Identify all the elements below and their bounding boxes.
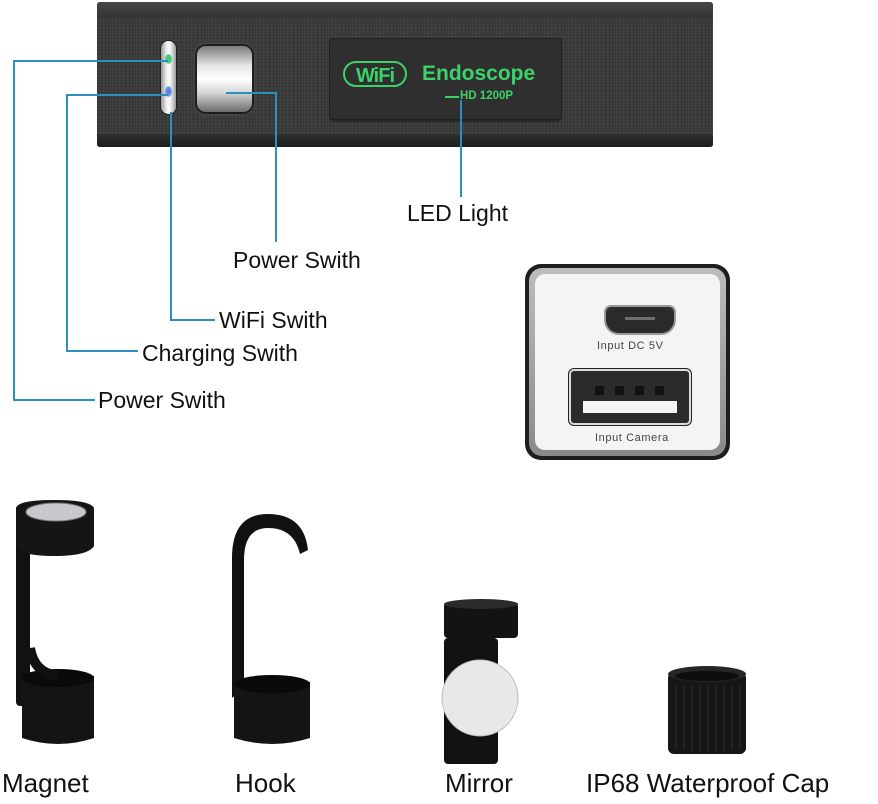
power-button[interactable] — [197, 46, 252, 112]
device-model: HD 1200P — [460, 90, 514, 102]
accessory-label-magnet: Magnet — [2, 768, 89, 798]
callout-power-switch-button: Power Swith — [233, 247, 361, 273]
callout-line-charging-h2 — [66, 350, 138, 352]
callout-line-power-button-v — [275, 92, 277, 242]
model-dash — [445, 96, 459, 98]
waterproof-cap-accessory-icon — [668, 666, 746, 754]
callout-charging-switch: Charging Swith — [142, 340, 298, 366]
device-label-panel: WiFi Endoscope HD 1200P — [330, 39, 561, 119]
usb-pin — [595, 386, 604, 395]
callout-line-power-indicator-v — [13, 60, 15, 401]
callout-wifi-switch: WiFi Swith — [219, 307, 328, 333]
callout-line-charging-v — [66, 94, 68, 352]
accessory-label-mirror: Mirror — [445, 768, 513, 798]
device-bottom-rail — [97, 134, 713, 147]
magnet-accessory-icon — [16, 500, 94, 744]
blue-led-icon — [165, 86, 172, 97]
usb-pin — [615, 386, 624, 395]
device-brand: Endoscope — [422, 62, 536, 85]
accessory-label-hook: Hook — [235, 768, 296, 798]
port-panel: Input DC 5V Input Camera — [525, 264, 730, 460]
green-led-icon — [165, 54, 172, 64]
callout-line-power-button-h — [226, 92, 276, 94]
port-panel-bezel: Input DC 5V Input Camera — [529, 268, 726, 456]
indicator-led-strip — [161, 41, 176, 114]
callout-line-wifi-v — [170, 112, 172, 321]
accessory-label-waterproof-cap: IP68 Waterproof Cap — [586, 768, 830, 798]
callout-line-wifi-h — [170, 319, 215, 321]
usb-pin — [635, 386, 644, 395]
micro-usb-label: Input DC 5V — [597, 340, 664, 352]
hook-accessory-icon — [232, 514, 310, 744]
callout-line-power-indicator-h2 — [13, 399, 95, 401]
micro-usb-slot — [625, 317, 655, 320]
callout-line-charging-h1 — [66, 94, 168, 96]
callout-power-switch-indicator: Power Swith — [98, 387, 226, 413]
callout-line-led-v — [460, 100, 462, 197]
wifi-logo-icon: WiFi — [343, 61, 407, 87]
micro-usb-port-icon — [606, 307, 674, 333]
usb-a-port-icon — [571, 371, 689, 423]
callout-led-light: LED Light — [407, 200, 509, 226]
callout-line-power-indicator-h1 — [13, 60, 168, 62]
port-panel-face: Input DC 5V Input Camera — [535, 274, 720, 450]
device-top-rail — [97, 2, 713, 18]
usb-pin — [655, 386, 664, 395]
mirror-accessory-icon — [441, 599, 519, 764]
wifi-endoscope-device: WiFi Endoscope HD 1200P — [97, 2, 713, 147]
usb-tongue — [583, 401, 677, 413]
usb-a-label: Input Camera — [595, 432, 669, 444]
